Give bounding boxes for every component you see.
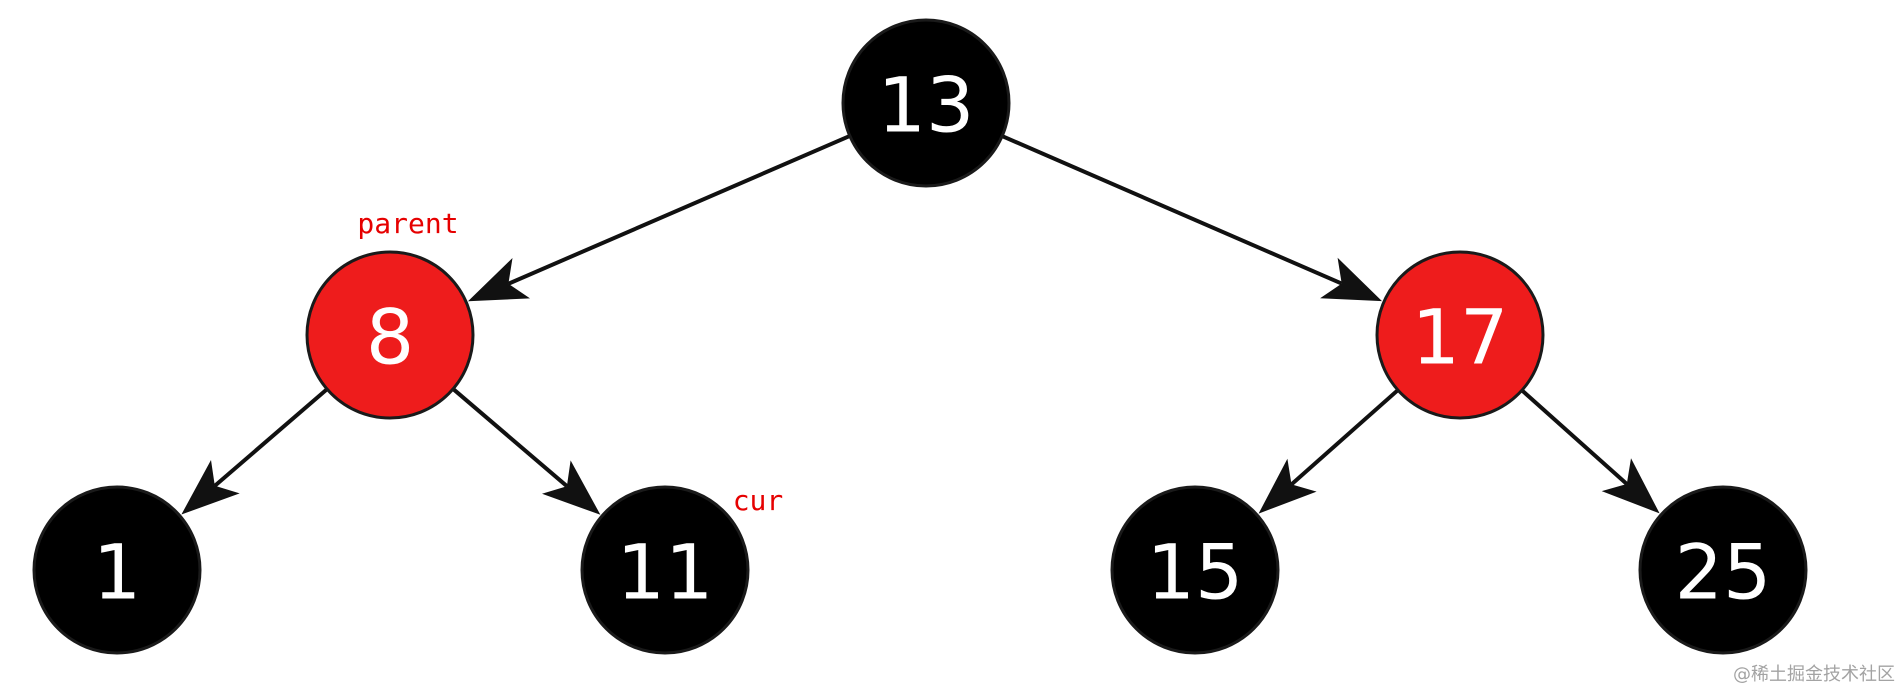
node-label: 8 — [366, 293, 414, 382]
edge-n17-n25 — [1520, 388, 1660, 514]
edge-arrowhead — [1258, 458, 1317, 514]
tree-node-1: 1 — [32, 485, 202, 655]
tree-node-8: 8 — [305, 250, 475, 420]
node-label: 1 — [93, 528, 141, 617]
edge-arrowhead — [1601, 458, 1660, 514]
edge-line — [213, 387, 329, 488]
tree-node-11: 11 — [580, 485, 750, 655]
tree-node-13: 13 — [841, 18, 1011, 188]
edge-arrowhead — [542, 460, 601, 515]
node-circle-black — [1638, 485, 1808, 655]
watermark: @稀土掘金技术社区 — [1733, 664, 1895, 685]
edge-n13-n17 — [1001, 134, 1382, 302]
tree-node-25: 25 — [1638, 485, 1808, 655]
edge-n17-n15 — [1258, 388, 1400, 514]
node-circle-red — [1375, 250, 1545, 420]
edge-line — [1001, 134, 1343, 286]
tree-edges — [181, 134, 1660, 515]
edge-arrowhead — [181, 460, 240, 515]
edge-line — [507, 134, 851, 286]
cur-annotation: cur — [733, 484, 784, 517]
edge-arrowhead — [1320, 257, 1382, 302]
edge-n13-n8 — [468, 134, 851, 302]
edge-line — [451, 387, 569, 488]
edge-arrowhead — [468, 258, 530, 302]
node-circle-red — [305, 250, 475, 420]
node-circle-black — [32, 485, 202, 655]
edge-line — [1290, 388, 1400, 486]
node-label: 13 — [878, 61, 975, 150]
node-circle-black — [580, 485, 750, 655]
edge-n8-n1 — [181, 387, 329, 515]
edge-line — [1520, 388, 1629, 486]
parent-annotation: parent — [357, 207, 458, 240]
node-label: 11 — [617, 528, 714, 617]
tree-node-15: 15 — [1110, 485, 1280, 655]
tree-node-17: 17 — [1375, 250, 1545, 420]
node-label: 17 — [1412, 293, 1509, 382]
node-label: 25 — [1675, 528, 1772, 617]
node-label: 15 — [1147, 528, 1244, 617]
edge-n8-n11 — [451, 387, 601, 515]
node-circle-black — [1110, 485, 1280, 655]
node-circle-black — [841, 18, 1011, 188]
